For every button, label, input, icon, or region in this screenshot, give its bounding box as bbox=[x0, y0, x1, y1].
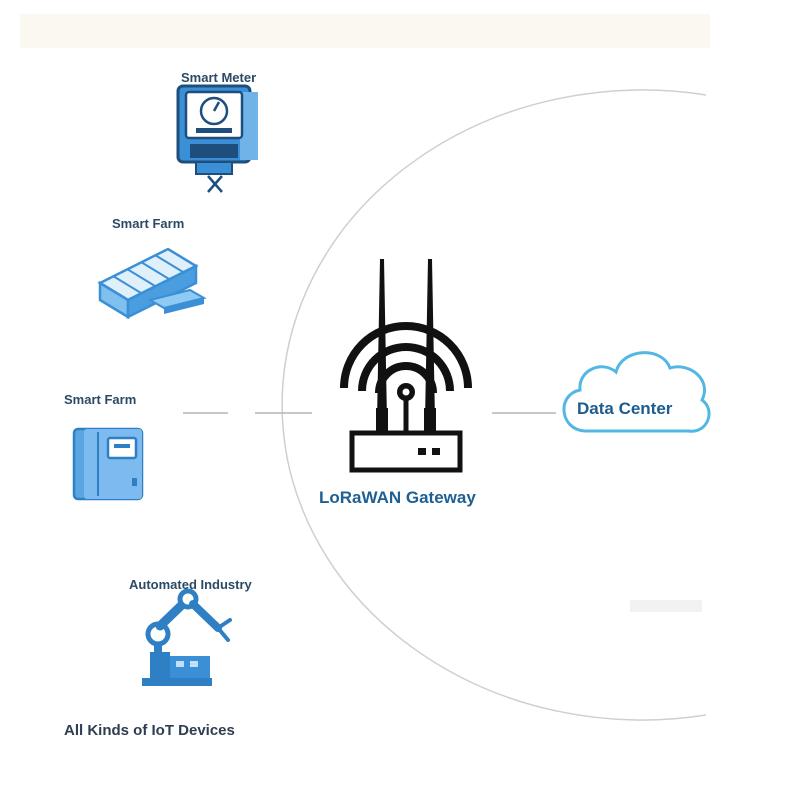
network-circle bbox=[281, 89, 707, 721]
cloud-icon bbox=[562, 351, 711, 433]
device-label-smart-farm-1: Smart Farm bbox=[112, 216, 185, 231]
watermark-blur bbox=[630, 600, 702, 612]
top-banner bbox=[20, 14, 710, 48]
cabinet-icon bbox=[72, 427, 144, 501]
gateway-router-icon bbox=[340, 259, 472, 473]
footer-label: All Kinds of IoT Devices bbox=[64, 722, 235, 739]
device-label-smart-farm-2: Smart Farm bbox=[64, 392, 137, 407]
greenhouse-icon bbox=[97, 247, 207, 320]
smart-meter-icon bbox=[176, 84, 258, 193]
gateway-label: LoRaWAN Gateway bbox=[319, 488, 476, 507]
device-label-automated-industry: Automated Industry bbox=[129, 577, 252, 592]
device-label-smart-meter: Smart Meter bbox=[181, 70, 257, 85]
data-center-label: Data Center bbox=[577, 399, 673, 418]
robot-arm-icon bbox=[142, 588, 232, 686]
